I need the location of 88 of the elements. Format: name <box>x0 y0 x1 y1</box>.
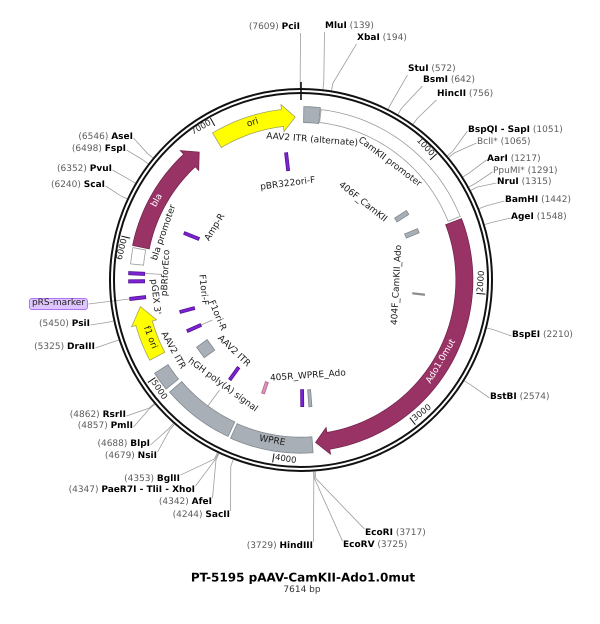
restriction-site-label: (4679) NsiI <box>104 452 157 462</box>
restriction-site-label: AgeI (1548) <box>511 213 567 223</box>
restriction-site-label: (4342) AfeI <box>158 498 212 508</box>
leader-line <box>144 273 162 275</box>
restriction-site-label: HincII (756) <box>437 90 494 100</box>
restriction-site-label: MluI (139) <box>325 22 374 32</box>
leader-line <box>180 452 218 476</box>
restriction-site-label: BclI* (1065) <box>477 138 531 148</box>
leader-line <box>462 160 487 178</box>
primer-label: F1ori-F <box>196 274 208 306</box>
primer-label: 405R_WPRE_Ado <box>270 369 346 384</box>
restriction-site-label: BamHI (1442) <box>505 196 571 206</box>
leader-line <box>95 340 120 348</box>
leader-line <box>133 138 154 158</box>
leader-line <box>212 453 220 498</box>
restriction-site-label: (4688) BlpI <box>97 440 150 450</box>
leader-line <box>470 182 497 191</box>
leader-line <box>207 390 220 407</box>
leader-line <box>478 200 505 210</box>
primer-label: pRS-marker <box>28 298 88 310</box>
restriction-site-label: AarI (1217) <box>487 155 541 165</box>
restriction-site-label: EcoRV (3725) <box>343 541 408 551</box>
primer-mark <box>412 292 425 296</box>
feature-label: f1 ori <box>140 326 158 352</box>
restriction-site-label: XbaI (194) <box>357 34 407 44</box>
leader-line <box>105 186 128 200</box>
leader-line <box>398 86 423 115</box>
primer-label: 404F_CamKII_Ado <box>390 244 405 326</box>
leader-line <box>486 328 512 336</box>
leader-line <box>314 471 365 530</box>
restriction-site-label: NruI (1315) <box>497 178 552 188</box>
primer-mark <box>129 294 147 302</box>
restriction-site-label: BstBI (2574) <box>490 393 550 403</box>
restriction-site-label: BspEI (2210) <box>512 331 573 341</box>
feature-bar <box>230 422 314 454</box>
restriction-site-label: (3729) HindIII <box>246 542 313 552</box>
primer-mark <box>128 270 146 276</box>
primer-label: pBRforEco <box>161 249 174 297</box>
leader-line <box>447 130 468 156</box>
leader-line <box>484 218 511 225</box>
restriction-site-label: (4857) PmlI <box>78 422 133 432</box>
restriction-site-label: (7609) PciI <box>248 23 300 33</box>
leader-line <box>126 150 149 164</box>
leader-line <box>412 100 437 125</box>
leader-line <box>126 403 155 416</box>
restriction-site-label: BspQI - SapI (1051) <box>468 126 563 136</box>
leader-line <box>464 380 490 398</box>
scale-label: 6000 <box>115 236 130 262</box>
restriction-site-label: (4244) SacII <box>172 511 230 521</box>
leader-line <box>468 172 493 188</box>
scale-label: 4000 <box>272 454 298 467</box>
feature-label: WPRE <box>258 435 286 450</box>
leader-line <box>112 170 136 184</box>
leader-line <box>322 32 325 90</box>
primer-mark <box>260 381 269 395</box>
leader-line <box>195 452 219 486</box>
restriction-site-label: (4347) PaeR7I - TliI - XhoI <box>68 486 195 496</box>
restriction-site-label: (4353) BglII <box>124 475 180 485</box>
restriction-site-label: (6240) ScaI <box>50 181 105 191</box>
leader-line <box>88 298 130 304</box>
feature-label: ori <box>246 118 260 131</box>
leader-line <box>157 424 175 452</box>
leader-line <box>312 471 314 542</box>
leader-line <box>388 74 408 110</box>
leader-line <box>230 459 234 512</box>
restriction-site-label: (5450) PsiI <box>38 320 90 330</box>
leader-line <box>90 320 114 326</box>
leader-line <box>314 471 343 542</box>
leader-line <box>331 44 357 91</box>
restriction-site-label: BsmI (642) <box>423 76 476 86</box>
restriction-site-label: (6498) FspI <box>72 145 126 155</box>
leader-line <box>150 423 174 446</box>
restriction-site-label: (5325) DraIII <box>34 343 95 353</box>
restriction-site-label: (6352) PvuI <box>56 165 112 175</box>
restriction-site-label: (4862) RsrII <box>70 411 126 421</box>
leader-line <box>448 142 477 158</box>
leader-line <box>200 320 214 326</box>
scale-label: 2000 <box>476 269 488 295</box>
map-title: PT-5195 pAAV-CamKII-Ado1.0mut <box>190 571 416 585</box>
leader-line <box>133 404 156 428</box>
primer-label: pGEX 3' <box>148 278 162 315</box>
restriction-site-label: EcoRI (3717) <box>365 529 426 539</box>
restriction-site-label: PpuMI* (1291) <box>493 167 558 177</box>
restriction-site-label: StuI (572) <box>408 65 456 75</box>
feature-label: AAV2 ITR (alternate) <box>266 132 358 150</box>
sequence-length: 7614 bp <box>283 586 321 596</box>
primer-mark <box>186 323 202 334</box>
restriction-site-label: (6546) AseI <box>78 133 133 143</box>
